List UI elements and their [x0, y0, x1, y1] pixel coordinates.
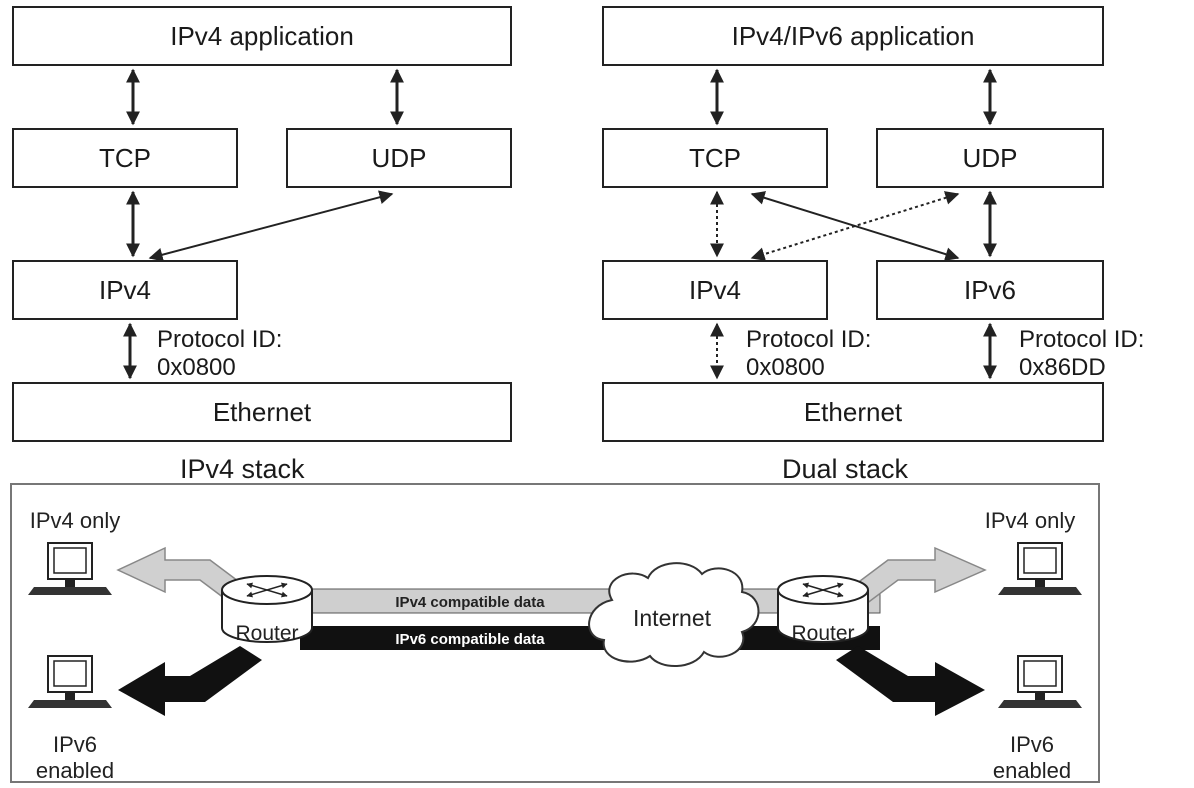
network-panel [10, 483, 1100, 783]
left-ipv4-host-arrow [116, 546, 252, 605]
ipv4-stack-application-box: IPv4 application [12, 6, 512, 66]
dual-stack-ipv6-label: IPv6 [963, 274, 1017, 305]
right-ipv6-host-label-line2: enabled [993, 758, 1071, 783]
ipv4-stack-tcp-box: TCP [12, 128, 238, 188]
right-ipv4-host-arrow [846, 546, 987, 605]
dual-stack-ethernet-box: Ethernet [602, 382, 1104, 442]
ipv4-stack-udp-box: UDP [286, 128, 512, 188]
dual-stack-udp-box: UDP [876, 128, 1104, 188]
dual-stack-ipv6-protocol-id-label: Protocol ID: [1019, 326, 1145, 353]
left-ipv4-host-icon [27, 542, 113, 596]
left-ipv4-host-label: IPv4 only [30, 508, 121, 533]
ipv4-stack-ethernet-label: Ethernet [212, 396, 312, 427]
dual-stack-ipv4-protocol-id-value: 0x0800 [746, 354, 825, 381]
dual-stack-ipv6-box: IPv6 [876, 260, 1104, 320]
ipv4-stack-caption: IPv4 stack [180, 454, 305, 484]
dual-stack-ipv4-label: IPv4 [688, 274, 742, 305]
dual-stack-ipv4-protocol-id-label: Protocol ID: [746, 326, 872, 353]
ipv4-stack-ipv4-label: IPv4 [98, 274, 152, 305]
dual-stack-tcp-box: TCP [602, 128, 828, 188]
dual-stack-ipv4-box: IPv4 [602, 260, 828, 320]
ipv4-stack-ipv4-box: IPv4 [12, 260, 238, 320]
ipv4-stack-protocol-id-label: Protocol ID: [157, 326, 283, 353]
ipv4-udp-ip-arrow [148, 190, 394, 262]
internet-label: Internet [633, 605, 712, 631]
ipv4-stack-udp-label: UDP [371, 142, 427, 173]
dual-stack-tcp-label: TCP [689, 142, 741, 173]
right-router-label: Router [791, 622, 854, 645]
ipv4-band-label: IPv4 compatible data [395, 594, 545, 611]
right-ipv4-host-icon [997, 542, 1083, 596]
ipv6-band-label: IPv6 compatible data [395, 631, 545, 648]
ipv4-stack-ethernet-box: Ethernet [12, 382, 512, 442]
dual-stack-ipv6-protocol-id-value: 0x86DD [1019, 354, 1106, 381]
dual-stack-ethernet-label: Ethernet [803, 396, 903, 427]
right-ipv6-host-arrow [836, 646, 985, 716]
left-ipv6-host-label-line1: IPv6 [53, 732, 97, 757]
left-ipv6-host-arrow [118, 646, 262, 716]
ipv4-stack-protocol-id-value: 0x0800 [157, 354, 236, 381]
dual-stack-application-label: IPv4/IPv6 application [731, 20, 975, 51]
dual-stack-udp-label: UDP [962, 142, 1018, 173]
ipv4-stack-tcp-label: TCP [99, 142, 151, 173]
right-ipv6-host-label-line1: IPv6 [1010, 732, 1054, 757]
left-ipv6-host-label-line2: enabled [36, 758, 114, 783]
ipv4-stack-application-label: IPv4 application [170, 20, 354, 51]
dual-stack-caption: Dual stack [782, 454, 909, 484]
dual-stack-application-box: IPv4/IPv6 application [602, 6, 1104, 66]
left-ipv6-host-icon [27, 655, 113, 709]
right-ipv4-host-label: IPv4 only [985, 508, 1076, 533]
right-ipv6-host-icon [997, 655, 1083, 709]
left-router-label: Router [235, 622, 298, 645]
internet-cloud [588, 562, 760, 668]
